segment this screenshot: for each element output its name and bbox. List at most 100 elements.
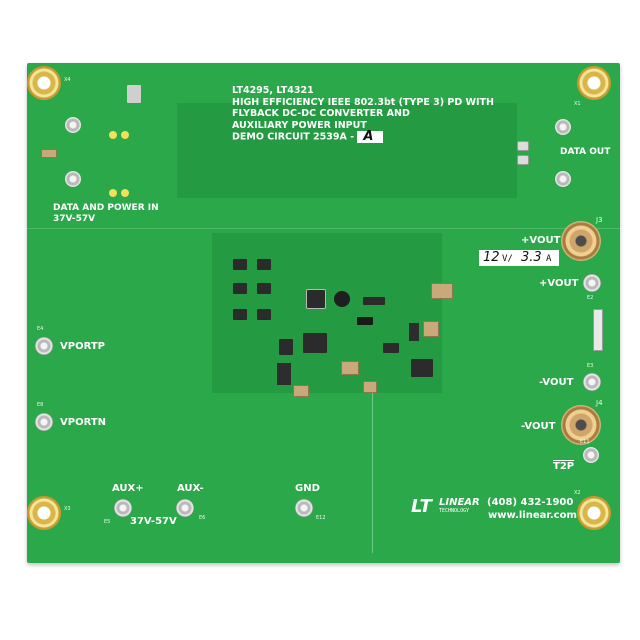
linear-logo-sub: TECHNOLOGY — [439, 508, 470, 514]
contact-web: www.linear.com — [488, 510, 577, 521]
label-gnd: GND — [295, 483, 320, 494]
ref-e4: E4 — [37, 326, 44, 332]
title-line-2: HIGH EFFICIENCY IEEE 802.3bt (TYPE 3) PD… — [232, 96, 494, 108]
label-data-out: DATA OUT — [560, 147, 611, 157]
capacitor — [363, 381, 377, 393]
terminal-vout-minus — [583, 373, 601, 391]
contact-phone: (408) 432-1900 — [487, 497, 574, 508]
ref-x1: X1 — [574, 101, 581, 107]
terminal-vportn — [35, 413, 53, 431]
jack-j4-vout-minus — [561, 405, 601, 445]
label-aux-plus: AUX+ — [112, 483, 144, 494]
rating-box — [479, 250, 559, 266]
board-title: LT4295, LT4321 HIGH EFFICIENCY IEEE 802.… — [232, 85, 494, 144]
mosfet — [257, 309, 271, 320]
label-data-and-power-in-line1: DATA AND POWER IN — [53, 203, 159, 213]
mosfet — [257, 283, 271, 294]
capacitor — [293, 385, 309, 397]
rating-voltage: 12 — [483, 250, 500, 265]
ref-e12: E12 — [316, 515, 326, 521]
pcb-board: X4 X1 X3 X2 DATA AND POWER IN 37V-57V DA… — [27, 63, 620, 563]
controller-ic — [307, 290, 325, 308]
title-line-4: AUXILIARY POWER INPUT — [232, 119, 367, 131]
led-indicator-output — [593, 309, 603, 351]
rating-current: 3.3 — [521, 250, 542, 265]
mosfet — [233, 283, 247, 294]
terminal-vout-plus — [583, 274, 601, 292]
terminal-aux-minus — [176, 499, 194, 517]
capacitor-c22 — [41, 149, 57, 158]
led-yellow — [121, 131, 129, 139]
trace-line — [372, 393, 373, 553]
inductor — [334, 291, 350, 307]
linear-logo-mark: LT — [411, 496, 432, 517]
jack-j3-vout-plus — [561, 221, 601, 261]
led-yellow — [109, 189, 117, 197]
capacitor — [341, 361, 359, 375]
mounting-hole-top-left — [27, 66, 61, 100]
capacitor — [423, 321, 439, 337]
ref-j3: J3 — [596, 216, 603, 224]
rj-pad — [517, 155, 529, 165]
terminal-gnd — [295, 499, 313, 517]
copper-pour-top — [177, 103, 517, 198]
led-yellow — [121, 189, 129, 197]
mosfet — [233, 309, 247, 320]
ref-e2: E2 — [587, 295, 594, 301]
pad-group — [277, 363, 291, 385]
label-aux-range: 37V-57V — [130, 516, 177, 527]
rating-current-unit: A — [546, 254, 552, 264]
label-vout-plus: +VOUT — [539, 278, 579, 289]
mounting-hole-top-right — [577, 66, 611, 100]
led-green — [109, 131, 117, 139]
title-line-5: DEMO CIRCUIT 2539A - A — [232, 130, 494, 144]
crystal-component — [127, 85, 141, 103]
label-data-and-power-in: DATA AND POWER IN 37V-57V — [53, 203, 159, 225]
ref-e5: E5 — [104, 519, 111, 525]
terminal-vportp — [35, 337, 53, 355]
title-line-3: FLYBACK DC-DC CONVERTER AND — [232, 108, 410, 119]
diode — [363, 297, 385, 305]
mosfet — [233, 259, 247, 270]
ref-x3: X3 — [64, 506, 71, 512]
mosfet — [257, 259, 271, 270]
rj-pad — [517, 141, 529, 151]
output-mosfet — [411, 359, 433, 377]
label-data-and-power-in-line2: 37V-57V — [53, 214, 96, 224]
trace-line — [27, 228, 620, 229]
terminal-t2p — [583, 447, 599, 463]
ref-e8: E8 — [37, 402, 44, 408]
mosfet — [279, 339, 293, 355]
label-vportp: VPORTP — [60, 341, 105, 352]
connector-screw-top-left — [65, 117, 81, 133]
linear-logo-brand: LINEAR — [439, 497, 480, 508]
ref-j4: J4 — [596, 399, 603, 407]
output-mosfet — [383, 343, 399, 353]
transformer — [303, 333, 327, 353]
rating-voltage-unit: V/ — [502, 254, 513, 264]
terminal-aux-plus — [114, 499, 132, 517]
label-vout-minus-jack: -VOUT — [521, 421, 556, 432]
demo-circuit-label: DEMO CIRCUIT 2539A - — [232, 131, 355, 143]
capacitor-bulk — [431, 283, 453, 299]
title-line-1: LT4295, LT4321 — [232, 85, 314, 96]
label-t2p: T2P — [553, 461, 575, 472]
label-vout-minus: -VOUT — [539, 377, 574, 388]
label-aux-minus: AUX- — [177, 483, 204, 494]
copper-pour-center — [212, 233, 442, 393]
pad-group — [409, 323, 419, 341]
ref-e3: E3 — [587, 363, 594, 369]
revision-box: A — [357, 130, 384, 144]
label-vportn: VPORTN — [60, 417, 107, 428]
mounting-hole-bottom-left — [27, 496, 61, 530]
ref-e11: E11 — [580, 439, 590, 445]
mounting-hole-bottom-right — [577, 496, 611, 530]
connector-screw-bottom-right — [555, 171, 571, 187]
connector-screw-top-right — [555, 119, 571, 135]
label-vout-plus-jack: +VOUT — [521, 235, 561, 246]
ref-x2: X2 — [574, 490, 581, 496]
connector-screw-bottom-left — [65, 171, 81, 187]
ref-e6: E6 — [199, 515, 206, 521]
ref-x4: X4 — [64, 77, 71, 83]
resistor-r32 — [357, 317, 373, 325]
